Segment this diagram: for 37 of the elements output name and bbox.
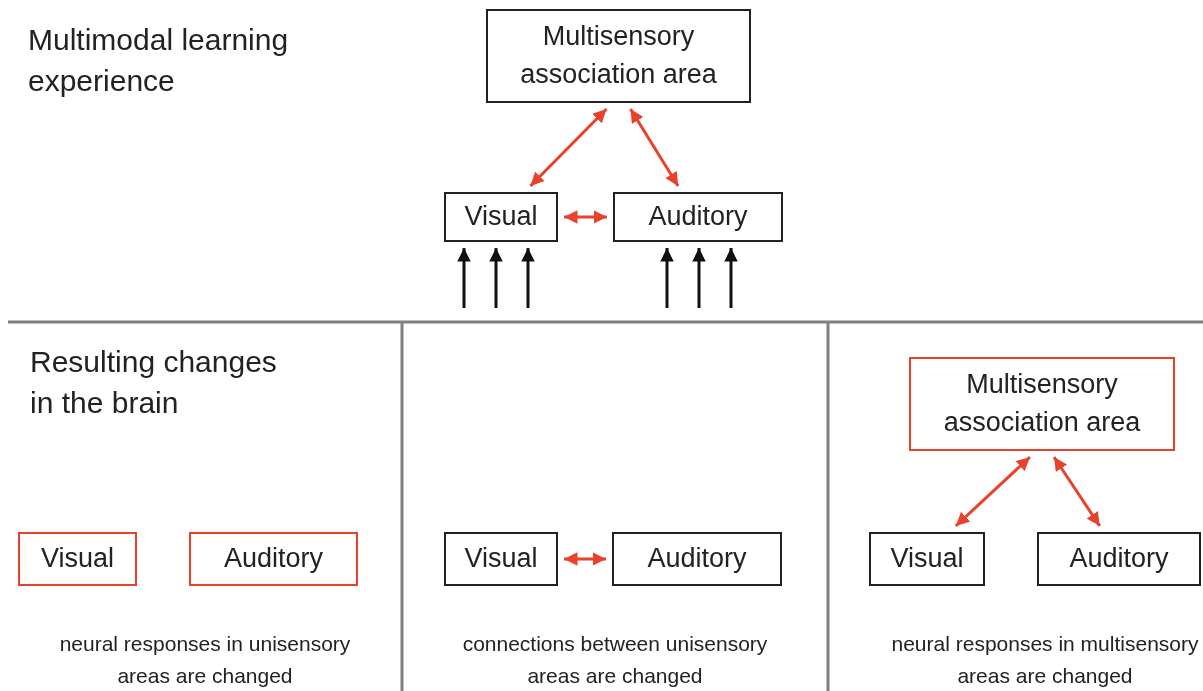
arrow: [521, 248, 535, 308]
box-label: Auditory: [223, 542, 324, 576]
arrow: [692, 248, 706, 308]
process-box: [869, 532, 985, 586]
arrow: [529, 107, 608, 188]
caption-text: neural responses in unisensory areas are changed: [58, 631, 352, 689]
process-box: [444, 532, 558, 586]
arrow: [457, 248, 471, 308]
arrow: [629, 108, 680, 187]
box-label: Multisensory association area: [942, 368, 1142, 439]
arrow: [954, 455, 1032, 528]
section-heading: Multimodal learning experience: [28, 22, 290, 99]
arrow: [1052, 456, 1101, 527]
section-heading: Resulting changes in the brain: [30, 344, 278, 421]
box-label: Visual: [890, 542, 964, 576]
box-label: Visual: [464, 200, 538, 234]
process-box: [909, 357, 1175, 451]
process-box: [612, 532, 782, 586]
box-label: Visual: [40, 542, 115, 576]
arrow: [489, 248, 503, 308]
arrow: [660, 248, 674, 308]
caption-text: neural responses in multisensory areas are changed: [890, 631, 1200, 689]
process-box: [189, 532, 358, 586]
process-box: [613, 192, 783, 242]
box-label: Auditory: [1069, 542, 1169, 576]
arrow: [564, 552, 606, 566]
box-label: Auditory: [648, 200, 748, 234]
box-label: Visual: [464, 542, 538, 576]
arrow: [724, 248, 738, 308]
caption-text: connections between unisensory areas are changed: [461, 631, 769, 689]
process-box: [1037, 532, 1201, 586]
process-box: [18, 532, 137, 586]
box-label: Multisensory association area: [519, 20, 718, 91]
process-box: [444, 192, 558, 242]
box-label: Auditory: [647, 542, 747, 576]
arrow: [564, 210, 607, 224]
process-box: [486, 9, 751, 103]
